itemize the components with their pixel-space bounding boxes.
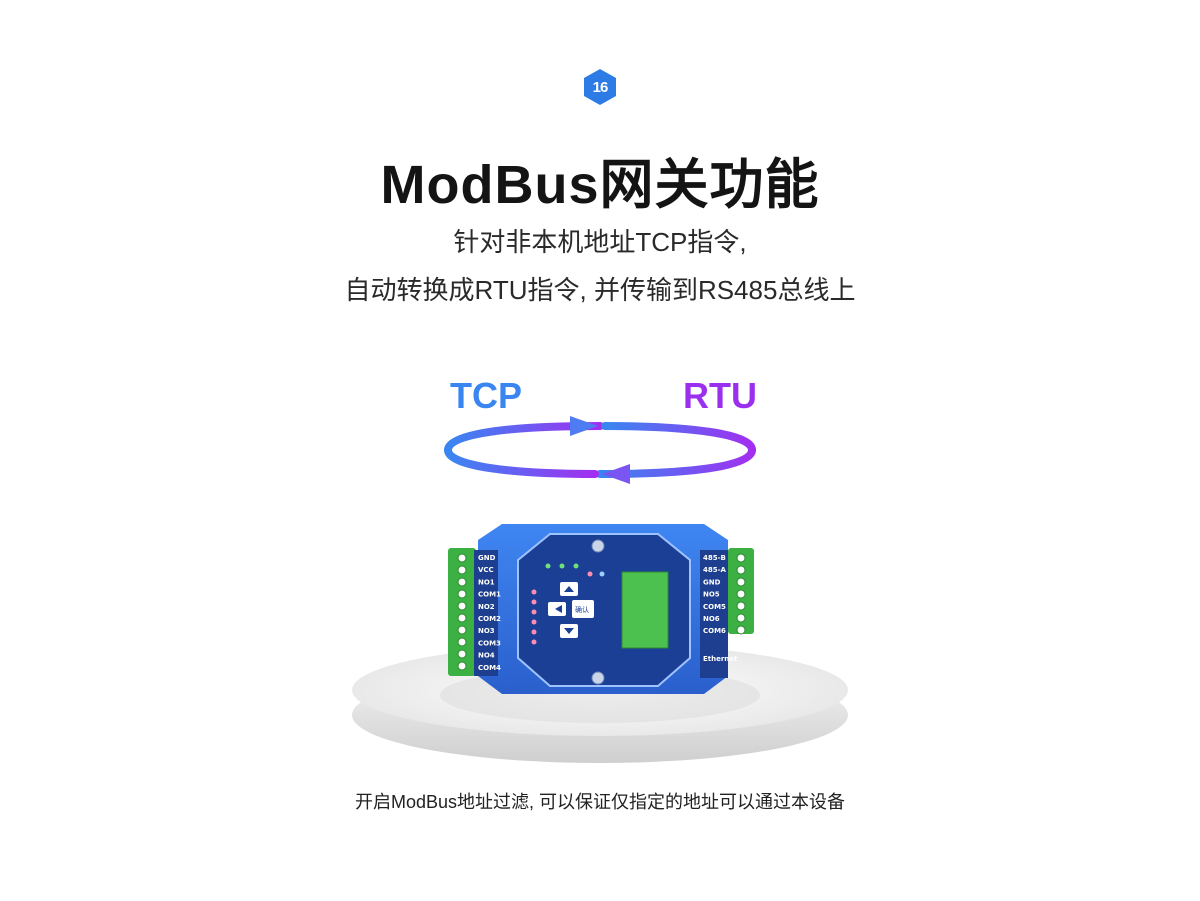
right-pin-label: NO6 — [703, 615, 720, 623]
arrow-right-icon — [570, 416, 598, 436]
subtitle-line-2: 自动转换成RTU指令, 并传输到RS485总线上 — [344, 275, 856, 305]
rtu-label: RTU — [683, 375, 757, 416]
hexagon-icon — [584, 69, 616, 105]
right-pin-label: 485-B — [703, 554, 726, 562]
footer-caption: 开启ModBus地址过滤, 可以保证仅指定的地址可以通过本设备 — [354, 792, 846, 812]
arrow-left-icon — [602, 464, 630, 484]
subtitle-line-1: 针对非本机地址TCP指令, — [453, 227, 747, 257]
lcd-screen — [621, 571, 669, 649]
right-pin-label: COM6 — [703, 627, 726, 635]
step-badge: 16 — [583, 68, 617, 106]
left-pin-label: COM4 — [478, 664, 501, 672]
conversion-cycle-icon — [444, 416, 756, 484]
left-pin-label: COM1 — [478, 591, 501, 599]
right-pin-label: COM5 — [703, 603, 726, 611]
left-pin-label: NO2 — [478, 603, 495, 611]
left-pin-label: NO3 — [478, 627, 495, 635]
left-pin-label: VCC — [478, 566, 494, 574]
left-pin-label: NO1 — [478, 578, 495, 586]
left-terminal-block — [448, 548, 476, 676]
badge-number: 16 — [592, 78, 609, 96]
ethernet-label: Ethernet — [703, 655, 738, 663]
confirm-button-label: 确认 — [575, 605, 589, 614]
right-pin-label: NO5 — [703, 591, 720, 599]
right-pin-label: 485-A — [703, 566, 727, 574]
left-pin-label: COM2 — [478, 615, 501, 623]
right-pin-label: GND — [703, 578, 721, 586]
page-title: ModBus网关功能 — [380, 155, 820, 215]
tcp-label: TCP — [450, 375, 522, 416]
left-pin-label: NO4 — [478, 652, 495, 660]
left-pin-label: COM3 — [478, 639, 501, 647]
left-pin-label: GND — [478, 554, 496, 562]
